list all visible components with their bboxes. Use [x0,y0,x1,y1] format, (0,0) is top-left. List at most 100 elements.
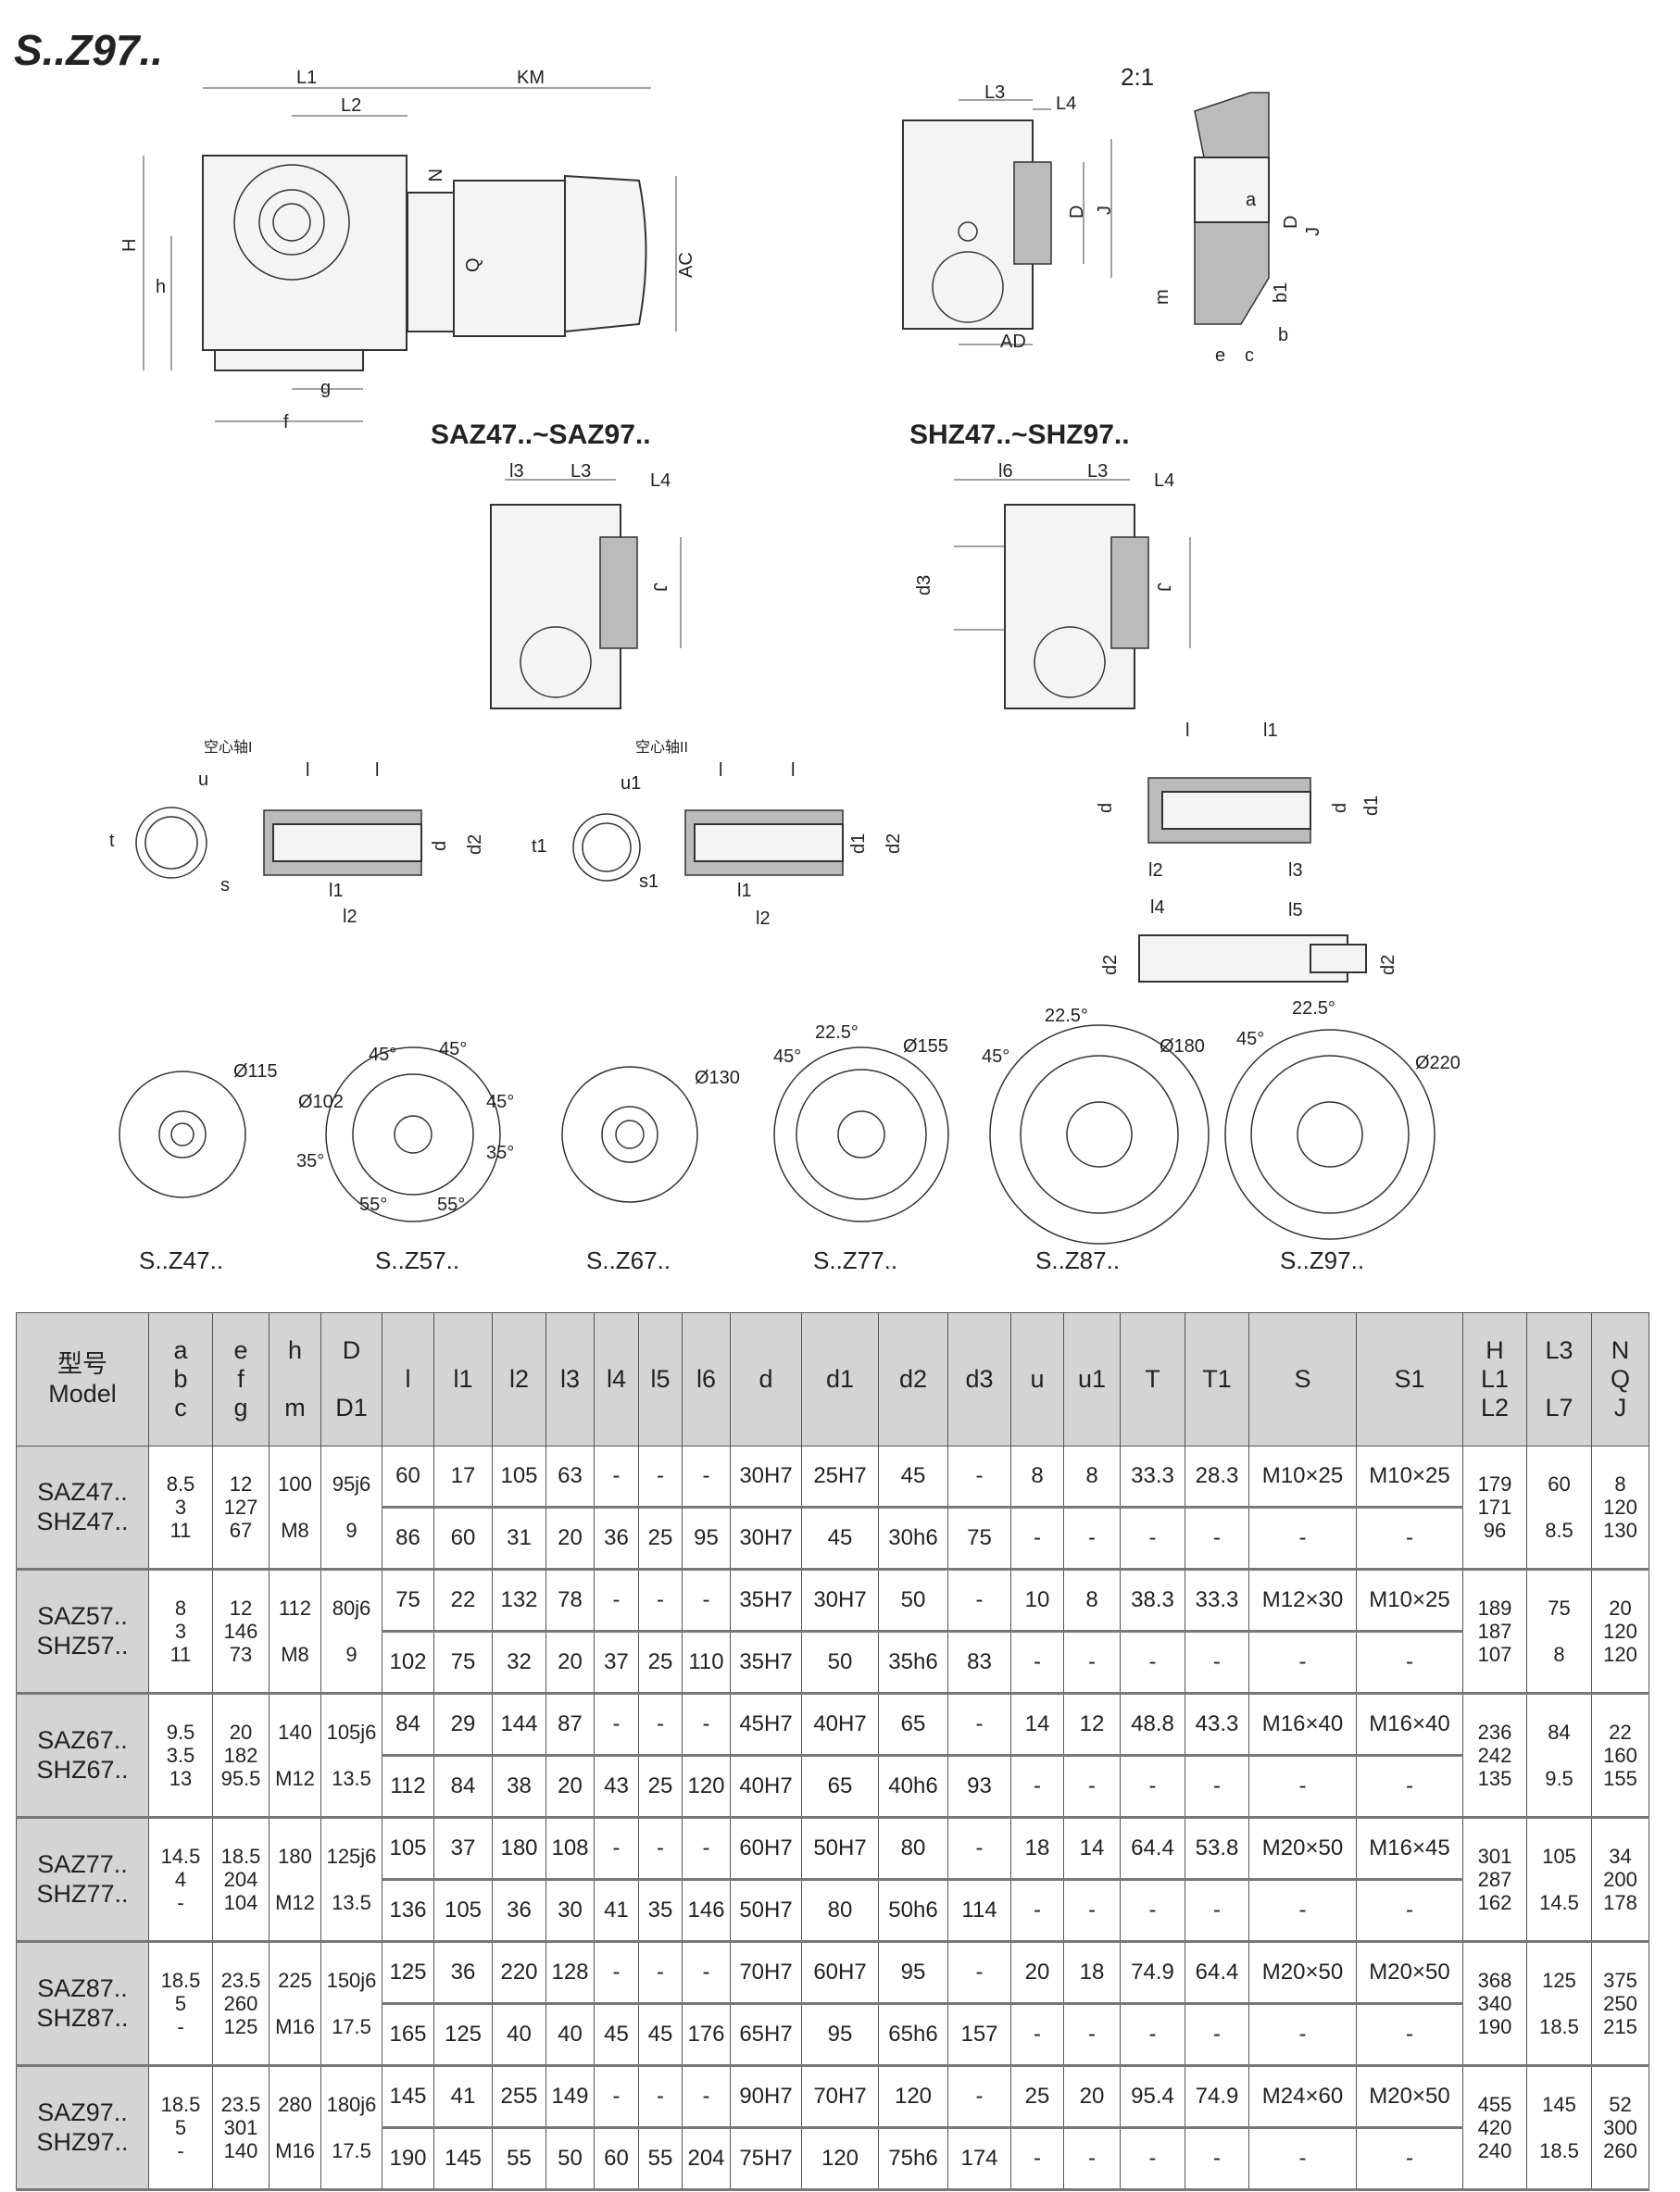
dim-label-l6: l6 [998,461,1013,482]
table-cell: 8 [1010,1446,1064,1509]
dim-label-l1: l1 [737,881,752,901]
table-cell: 176 [682,2002,731,2067]
table-cell: 48.8 [1120,1693,1185,1757]
dim-label-l3: l3 [1288,860,1303,881]
table-cell: - [1120,2002,1185,2067]
table-cell: 30H7 [730,1446,802,1509]
table-cell: 45 [594,2002,639,2067]
table-cell: 65H7 [730,2002,802,2067]
table-cell: 157 [947,2002,1011,2067]
table-cell: 128 [545,1941,595,2005]
dim-label-f: f [283,412,289,432]
column-header: l [382,1312,434,1447]
table-cell: - [1185,1630,1249,1695]
table-cell: M16×40 [1356,1693,1463,1757]
d-d1-cell: 180j6 17.5 [320,2065,382,2191]
table-cell: 65 [878,1693,948,1757]
dim-label-D: D [1067,206,1087,219]
hollow-shaft-1-title: 空心轴I [204,739,252,756]
table-cell: 146 [682,1878,731,1943]
dim-label-h: h [156,277,166,297]
table-cell: 20 [1063,2065,1121,2129]
table-cell: - [1356,2002,1463,2067]
dim-label-g: g [320,378,331,398]
dim-label-J-detail: J [1303,227,1323,236]
dim-label-J: J [1153,582,1173,592]
d-d1-cell: 95j6 9 [320,1446,382,1571]
table-cell: M10×25 [1356,1569,1463,1633]
table-cell: 255 [492,2065,546,2129]
table-cell: 105 [382,1817,434,1881]
scale-label: 2:1 [1121,63,1154,91]
table-cell: 31 [492,1506,546,1571]
abc-cell: 14.5 4 - [148,1817,213,1943]
dim-label-L3: L3 [1087,461,1108,482]
efg-cell: 12 127 67 [212,1446,270,1571]
column-header: l5 [638,1312,683,1447]
h-l1-l2-cell: 455 420 240 [1462,2065,1527,2191]
column-header: l3 [545,1312,595,1447]
table-cell: - [1120,2126,1185,2191]
table-cell: - [682,1446,731,1509]
table-cell: 65 [801,1754,879,1819]
dim-label-J: J [649,582,670,592]
table-cell: 60 [594,2126,639,2191]
table-cell: 174 [947,2126,1011,2191]
table-cell: M10×25 [1248,1446,1357,1509]
dim-label-c: c [1245,345,1254,366]
dim-label-d2: d2 [1100,955,1121,975]
dim-label-d: d [430,841,450,851]
model-cell: SAZ77.. SHZ77.. [16,1817,149,1943]
dim-label-l3: l3 [509,461,524,482]
h-l1-l2-cell: 368 340 190 [1462,1941,1527,2067]
table-cell: - [947,2065,1011,2129]
table-cell: 50 [878,1569,948,1633]
table-cell: 50 [545,2126,595,2191]
table-cell: 105 [433,1878,493,1943]
table-cell: M10×25 [1356,1446,1463,1509]
hollow-shaft-view: L3 L4 D J AD 2:1 a D J m b1 b e c [902,63,1323,366]
n-q-j-cell: 52 300 260 [1591,2065,1649,2191]
column-header: u1 [1063,1312,1121,1447]
dim-label-AC: AC [676,252,696,278]
table-cell: 10 [1010,1569,1064,1633]
dim-label-u: u [198,770,208,790]
efg-cell: 23.5 260 125 [212,1941,270,2067]
dim-label-L4: L4 [650,470,671,491]
table-cell: - [594,1569,639,1633]
table-cell: 45 [801,1506,879,1571]
flange-caption: S..Z57.. [375,1246,459,1274]
dim-label-N: N [424,169,445,182]
column-header: 型号 Model [16,1312,149,1447]
column-header: D D1 [320,1312,382,1447]
flange-z57: Ø102 45° 45° 45° 35° 35° 55° 55° S..Z57.… [296,1039,514,1274]
table-cell: 25 [638,1630,683,1695]
table-cell: 145 [382,2065,434,2129]
table-cell: 78 [545,1569,595,1633]
dim-label-l2: l2 [1148,860,1163,881]
dim-label-L3: L3 [570,461,591,482]
table-cell: - [594,1817,639,1881]
dim-label-l: l [1185,720,1189,741]
table-cell: 60H7 [730,1817,802,1881]
table-cell: 75h6 [878,2126,948,2191]
table-cell: - [1185,1506,1249,1571]
dim-label-J: J [1095,206,1115,215]
angle-label: 35° [296,1151,324,1171]
column-header: d1 [801,1312,879,1447]
table-cell: 35 [638,1878,683,1943]
h-l1-l2-cell: 179 171 96 [1462,1446,1527,1571]
saz-title: SAZ47..~SAZ97.. [431,420,651,450]
flange-z97: 22.5° 45° Ø220 S..Z97.. [1224,998,1461,1274]
table-cell: 112 [382,1754,434,1819]
h-l1-l2-cell: 301 287 162 [1462,1817,1527,1943]
dim-label-L2: L2 [341,95,361,116]
table-cell: 75 [433,1630,493,1695]
table-cell: 60 [433,1506,493,1571]
table-cell: - [1063,1630,1121,1695]
efg-cell: 18.5 204 104 [212,1817,270,1943]
